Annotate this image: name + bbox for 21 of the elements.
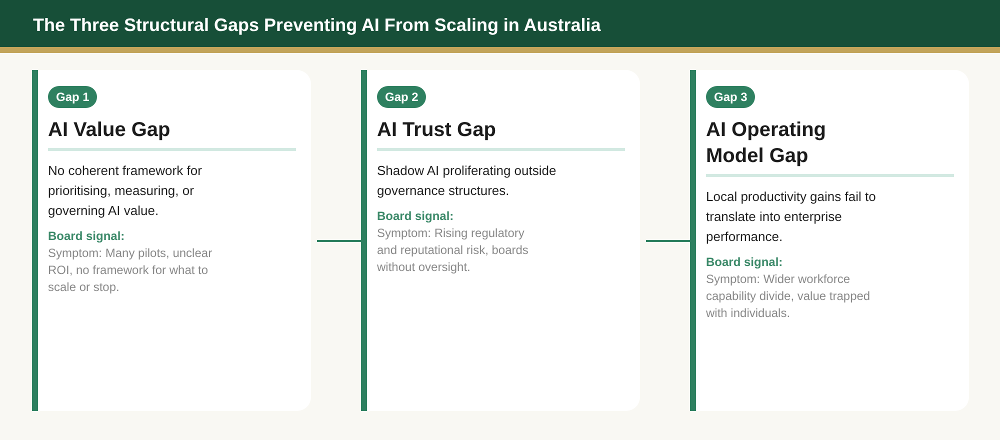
card-heading: AI Trust Gap: [377, 118, 496, 143]
gap-card: [690, 70, 969, 411]
board-signal-label: Board signal:: [48, 229, 125, 243]
gap-card: [361, 70, 640, 411]
card-heading: AI Value Gap: [48, 118, 170, 143]
symptom-text: Symptom: Wider workforce capability divide, value trapped with individuals.: [706, 271, 872, 322]
card-description: Shadow AI proliferating outside governance structures.: [377, 162, 558, 200]
gap-badge: Gap 2: [377, 86, 426, 108]
gap-badge: Gap 1: [48, 86, 98, 108]
symptom-text: Symptom: Many pilots, unclear ROI, no framework for what to scale or stop.: [48, 245, 214, 296]
connector-line: [317, 240, 361, 242]
title: The Three Structural Gaps Preventing AI From Scaling in Australia: [33, 15, 601, 36]
card-description: Local productivity gains fail to translate into enterprise performance.: [706, 188, 877, 246]
card-heading: AI Operating Model Gap: [706, 118, 828, 169]
card-description: No coherent framework for prioritising, measuring, or governing AI value.: [48, 162, 203, 220]
gap-card: [32, 70, 311, 411]
symptom-text: Symptom: Rising regulatory and reputational risk, boards without oversight.: [377, 225, 530, 276]
connector-line: [646, 240, 690, 242]
board-signal-label: Board signal:: [706, 255, 783, 269]
board-signal-label: Board signal:: [377, 209, 454, 223]
gap-badge: Gap 3: [706, 86, 756, 108]
